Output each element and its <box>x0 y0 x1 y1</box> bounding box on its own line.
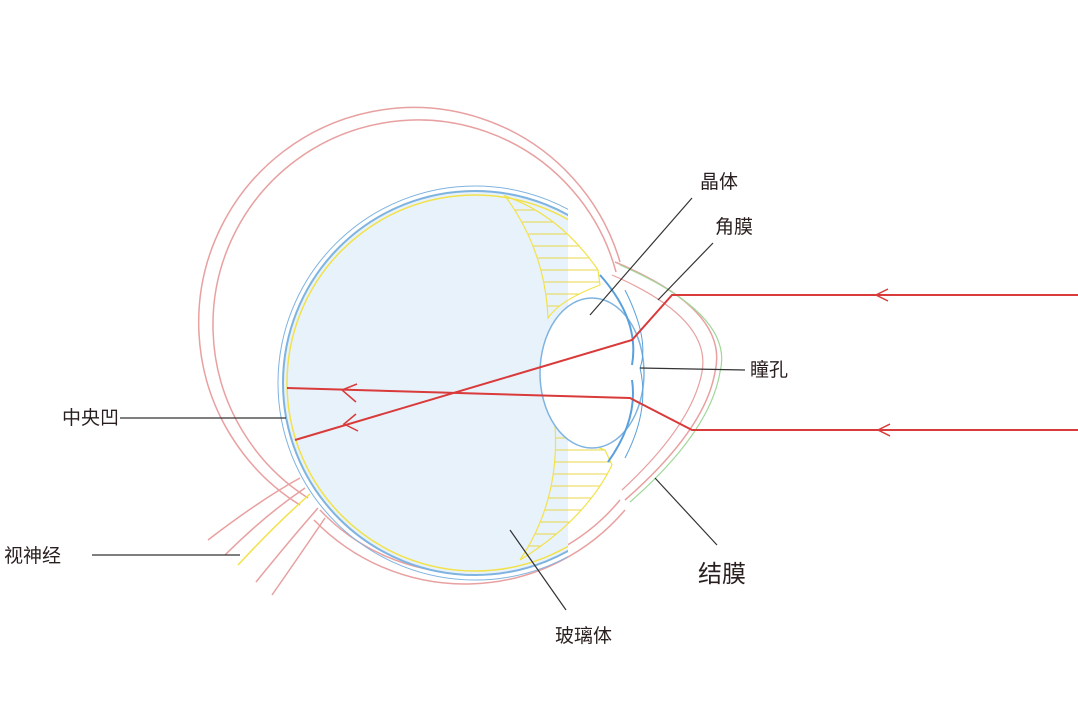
label-vitreous: 玻璃体 <box>555 625 612 647</box>
label-pupil: 瞳孔 <box>750 359 788 381</box>
retina <box>277 185 568 581</box>
optic-nerve <box>207 477 326 596</box>
lens <box>539 297 645 449</box>
label-optic-nerve: 视神经 <box>4 545 61 567</box>
label-conjunctiva: 结膜 <box>698 560 746 588</box>
ciliary-body-top <box>503 194 601 320</box>
light-rays <box>286 288 1078 441</box>
label-fovea: 中央凹 <box>62 407 119 429</box>
choroid <box>286 194 568 572</box>
label-lens: 晶体 <box>700 171 738 193</box>
arrow-icon <box>342 413 359 432</box>
arrow-icon <box>876 423 891 437</box>
label-cornea: 角膜 <box>715 216 753 238</box>
leader-lines <box>92 197 746 611</box>
vitreous-body <box>282 190 568 576</box>
arrow-icon <box>340 383 358 403</box>
light-ray-lower <box>286 387 1078 431</box>
arrow-icon <box>874 288 889 302</box>
